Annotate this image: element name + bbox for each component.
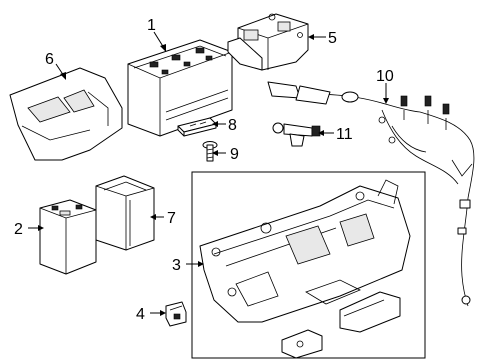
leader-lines	[28, 31, 389, 316]
part-1-battery	[127, 39, 233, 137]
part-4-clip	[165, 301, 187, 327]
callout-6: 6	[45, 51, 54, 68]
callout-10: 10	[376, 68, 394, 85]
callout-labels: 1 2 3 4 5 6 7 8 9 10 11	[14, 17, 394, 323]
callout-5: 5	[328, 30, 337, 47]
part-10-wiring-harness	[267, 81, 475, 307]
callout-1: 1	[147, 17, 156, 34]
callout-2: 2	[14, 221, 23, 238]
callout-11: 11	[336, 126, 353, 143]
callout-7: 7	[167, 210, 176, 227]
part-2-auxiliary-battery	[39, 199, 97, 275]
part-5-junction-box	[227, 13, 309, 71]
part-11-cable-terminal	[272, 122, 321, 147]
callout-9: 9	[230, 146, 239, 163]
part-9-bolt	[202, 141, 218, 162]
part-3-battery-tray	[191, 171, 426, 359]
callout-4: 4	[136, 306, 145, 323]
part-7-battery-box	[95, 175, 155, 251]
callout-8: 8	[228, 117, 237, 134]
callout-3: 3	[172, 257, 181, 274]
part-6-battery-insulator	[9, 67, 123, 161]
